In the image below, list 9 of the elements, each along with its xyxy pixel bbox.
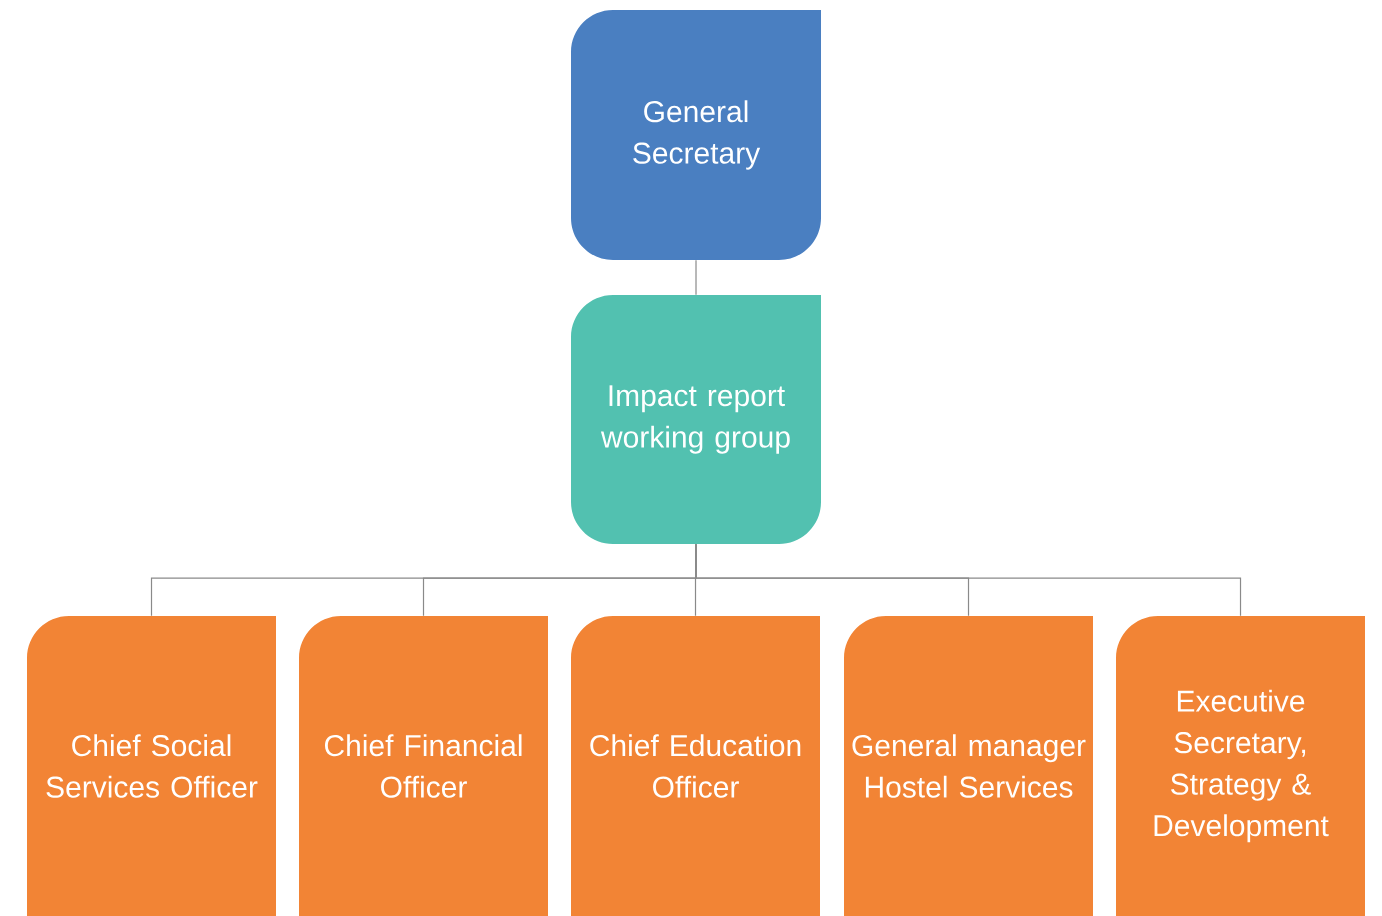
org-box: Impact report working group [571, 295, 821, 544]
org-box: Chief Financial Officer [299, 616, 548, 916]
connector-line [695, 543, 1242, 617]
org-box: General Secretary [571, 10, 821, 260]
org-box: Chief Education Officer [571, 616, 820, 916]
org-box: Executive Secretary, Strategy & Development [1116, 616, 1365, 916]
org-box: General manager Hostel Services [844, 616, 1093, 916]
connector-line [695, 259, 697, 296]
org-box: Chief Social Services Officer [27, 616, 276, 916]
